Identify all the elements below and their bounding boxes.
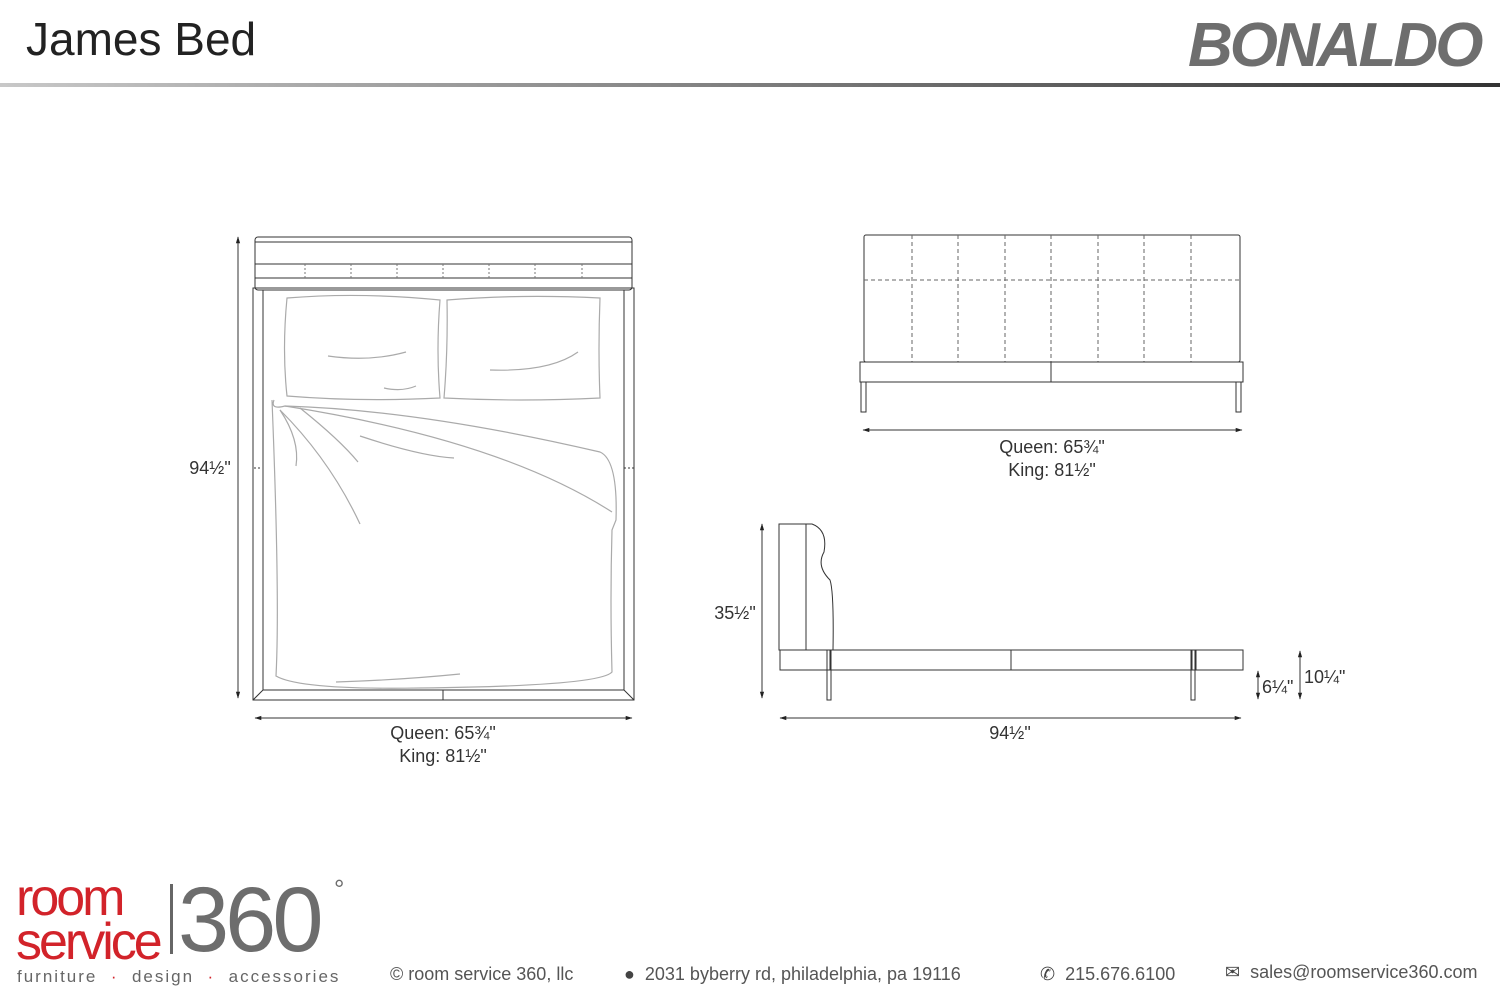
- top-view-length: 94½": [189, 458, 231, 478]
- page-title: James Bed: [26, 13, 257, 65]
- address: ● 2031 byberry rd, philadelphia, pa 1911…: [624, 964, 961, 984]
- side-view-length: 94½": [989, 723, 1031, 743]
- side-view-frame-height: 6¼": [1262, 677, 1294, 697]
- map-pin-icon: ●: [624, 964, 635, 984]
- front-view-drawing: [859, 234, 1244, 433]
- top-view-width-king: King: 81½": [399, 746, 487, 766]
- roomservice360-logo: room service: [16, 869, 163, 971]
- envelope-icon: ✉: [1225, 962, 1241, 982]
- phone-icon: ✆: [1040, 964, 1056, 984]
- logo-divider: [170, 884, 173, 954]
- tagline: furniture · design · accessories: [17, 967, 341, 986]
- side-view-drawing: [759, 523, 1303, 721]
- email[interactable]: ✉ sales@roomservice360.com: [1225, 962, 1478, 982]
- front-view-width-king: King: 81½": [1008, 460, 1096, 480]
- copyright: © room service 360, llc: [390, 964, 574, 984]
- top-view-width-queen: Queen: 65¾": [390, 723, 496, 743]
- logo-360: 360: [178, 869, 323, 971]
- logo-degree: °: [334, 874, 345, 904]
- side-view-base-height: 10¼": [1304, 667, 1346, 687]
- brand-logo: BONALDO: [1188, 11, 1483, 80]
- front-view-width-queen: Queen: 65¾": [999, 437, 1105, 457]
- side-view-height: 35½": [714, 603, 756, 623]
- top-view-drawing: [235, 236, 635, 721]
- phone[interactable]: ✆ 215.676.6100: [1040, 964, 1176, 984]
- header-divider: [0, 83, 1500, 87]
